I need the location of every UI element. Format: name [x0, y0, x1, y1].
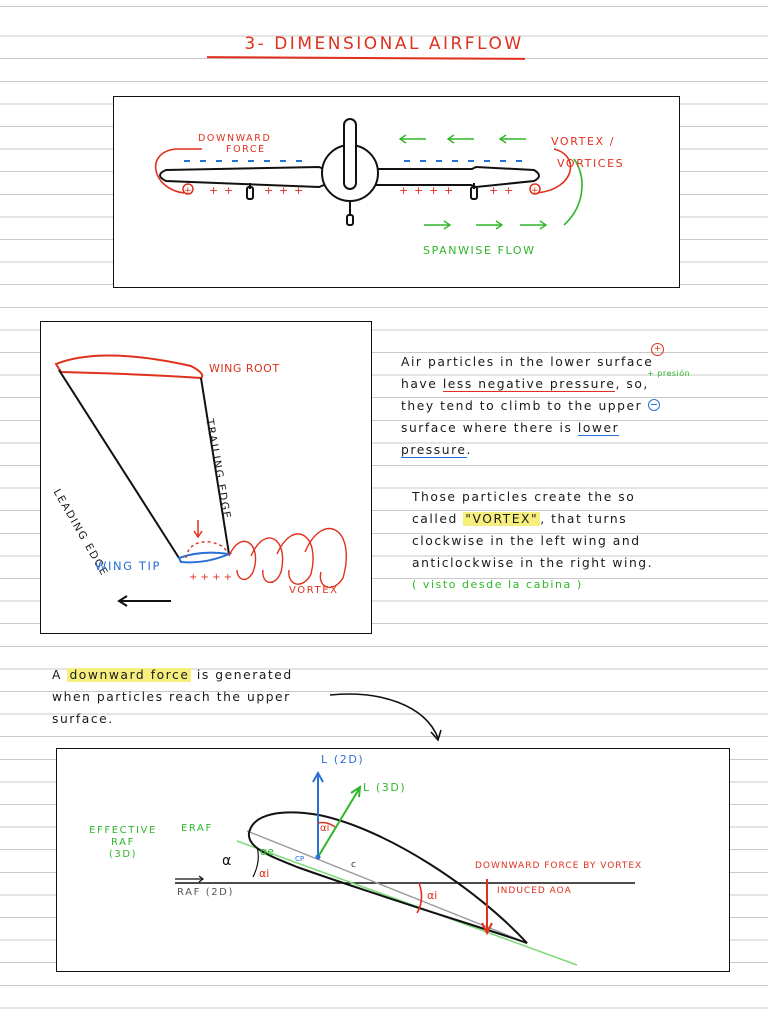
cp-label: CP	[295, 855, 305, 863]
svg-text:+: +	[531, 186, 539, 196]
wing-root-label: WING ROOT	[209, 362, 280, 375]
chord-label: c	[351, 860, 358, 870]
mas-presion-annotation: + presión	[647, 369, 691, 378]
eraf-label: ERAF	[181, 823, 213, 834]
notes-p2-line5: ( visto desde la cabina )	[412, 578, 583, 591]
airfoil-drawing	[175, 770, 635, 966]
vortex-label: VORTEX /	[551, 135, 616, 148]
less-negative-pressure-text: less negative pressure	[442, 377, 616, 392]
notes-p1-line3: they tend to climb to the upper	[401, 395, 746, 417]
effective-raf-label: EFFECTIVE RAF (3D)	[83, 825, 163, 861]
notes-text: , so,	[615, 377, 649, 391]
notes-text: , that turns	[540, 512, 628, 526]
alpha-i-label-top: αi	[320, 823, 330, 834]
notes-p2-line4: anticlockwise in the right wing.	[412, 556, 654, 570]
alpha-e-label: αe	[260, 845, 275, 858]
svg-text:+ + + +: + + + +	[189, 572, 232, 583]
bottom-note: A downward force is generated when parti…	[52, 664, 452, 730]
induced-aoa-label: INDUCED AOA	[497, 886, 572, 896]
vortex-label-2: VORTEX	[289, 585, 339, 596]
notes-text: surface where there is	[401, 421, 573, 435]
downward-force-by-vortex-label: DOWNWARD FORCE BY VORTEX	[475, 861, 643, 871]
notes-p2-line1: Those particles create the so	[412, 490, 636, 504]
svg-text:+: +	[504, 184, 513, 197]
wing-tip-label: WING TIP	[95, 559, 162, 573]
svg-text:+: +	[209, 184, 218, 197]
alpha-label: α	[222, 853, 233, 869]
spanwise-flow-label: SPANWISE FLOW	[423, 244, 536, 257]
svg-text:+: +	[224, 184, 233, 197]
diagram-wing-planform: + + + + WING ROOT LEADING EDGE TRAILING …	[40, 321, 372, 634]
bottom-note-line2: when particles reach the upper	[52, 690, 291, 704]
page-title: 3- DIMENSIONAL AIRFLOW	[244, 34, 524, 54]
svg-text:+: +	[414, 184, 423, 197]
vortices-label: VORTICES	[557, 157, 625, 170]
notes-p1-line5: pressure.	[401, 443, 472, 458]
notes-text: have	[401, 377, 438, 391]
notes-p1-line1: Air particles in the lower surface	[401, 355, 654, 369]
notes-text: they tend to climb to the upper	[401, 399, 643, 413]
notes-paragraph-1: Air particles in the lower surface have …	[401, 351, 746, 461]
svg-text:+: +	[184, 186, 192, 196]
lower-text: lower	[577, 421, 620, 436]
wing-planform-drawing: + + + +	[54, 354, 347, 607]
pressure-text: pressure	[401, 443, 467, 458]
notes-p1-line4: surface where there is lower	[401, 417, 746, 439]
notes-text: is generated	[196, 668, 293, 682]
bottom-note-line3: surface.	[52, 712, 114, 726]
downward-force-highlight-text: downward force	[67, 668, 192, 682]
notes-paragraph-2: Those particles create the so called "VO…	[412, 486, 752, 596]
svg-text:+: +	[429, 184, 438, 197]
diagram-airfoil-induced-aoa: L (2D) L (3D) EFFECTIVE RAF (3D) ERAF RA…	[56, 748, 730, 972]
lift-3d-label: L (3D)	[363, 781, 407, 794]
raf-2d-label: RAF (2D)	[177, 887, 234, 898]
notes-p2-line2: called "VORTEX", that turns	[412, 508, 752, 530]
downward-force-label: DOWNWARD FORCE	[198, 133, 272, 155]
svg-text:+: +	[294, 184, 303, 197]
svg-text:+: +	[489, 184, 498, 197]
svg-text:+: +	[264, 184, 273, 197]
bottom-note-line1: A downward force is generated	[52, 664, 452, 686]
notes-p1-line2: have less negative pressure, so,	[401, 373, 746, 395]
alpha-i-label-chord: αi	[427, 889, 438, 902]
lift-2d-label: L (2D)	[321, 753, 365, 766]
notes-text: A	[52, 668, 62, 682]
notes-p2-line3: clockwise in the left wing and	[412, 534, 641, 548]
plus-circle-icon: +	[651, 343, 664, 356]
diagram-aircraft-front-view: + + + + + + + + + + + + + DOWNWARD FORCE VORTEX…	[113, 96, 680, 288]
vortex-highlight-text: "VORTEX"	[463, 512, 541, 526]
effective-raf-text: EFFECTIVE RAF (3D)	[89, 825, 157, 860]
svg-text:+: +	[399, 184, 408, 197]
aircraft-front-drawing: + + + + + + + + + + + + +	[154, 118, 583, 230]
minus-circle-icon	[647, 399, 660, 411]
notes-text: called	[412, 512, 458, 526]
svg-text:+: +	[279, 184, 288, 197]
svg-text:+: +	[444, 184, 453, 197]
alpha-i-label-left: αi	[259, 867, 270, 880]
